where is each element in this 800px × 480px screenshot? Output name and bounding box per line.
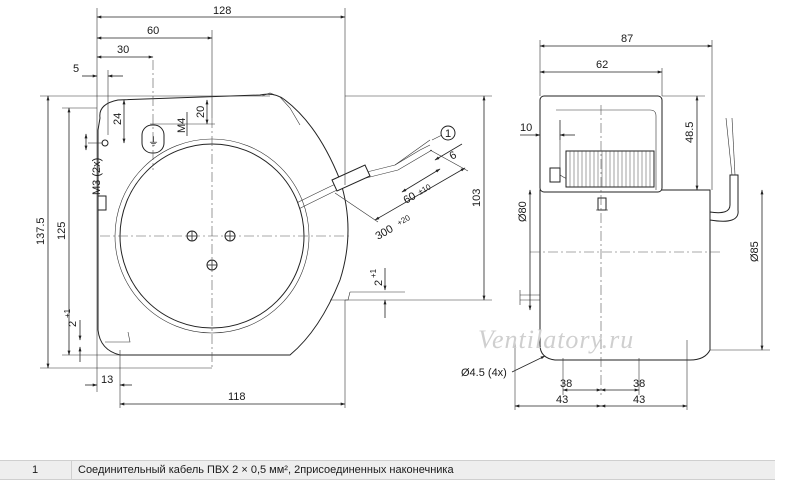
dim-60-10: 60 bbox=[402, 190, 419, 207]
dim-48-5: 48.5 bbox=[684, 122, 696, 143]
dim-10: 10 bbox=[520, 122, 532, 134]
callout-1 bbox=[440, 125, 456, 141]
cable-outlet bbox=[709, 174, 739, 222]
dim-20: 20 bbox=[195, 106, 207, 118]
side-view: 87 62 10 48.5 Ø80 Ø85 Ø4.5 (4x) 38 38 43… bbox=[461, 33, 770, 410]
side-lug bbox=[97, 195, 107, 211]
dim-87: 87 bbox=[621, 33, 633, 45]
dim-43-right: 43 bbox=[633, 394, 645, 406]
dim-2-left: 2 bbox=[67, 321, 79, 327]
dim-d4-5: Ø4.5 (4x) bbox=[461, 367, 507, 379]
shaft-hub bbox=[597, 197, 607, 211]
cable-sleeve bbox=[331, 164, 371, 192]
dim-5: 5 bbox=[73, 63, 79, 75]
dim-38-left: 38 bbox=[560, 378, 572, 390]
dim-24: 24 bbox=[112, 113, 124, 125]
dim-118: 118 bbox=[228, 391, 246, 403]
dim-m4: M4 bbox=[176, 118, 188, 133]
dim-128: 128 bbox=[213, 5, 231, 17]
legend-text: Соединительный кабель ПВХ 2 × 0,5 мм², 2… bbox=[78, 464, 454, 476]
dim-103: 103 bbox=[471, 189, 483, 207]
dim-2-left-tol: +1 bbox=[63, 308, 72, 318]
dim-38-right: 38 bbox=[633, 378, 645, 390]
motor-body bbox=[539, 189, 711, 361]
impeller-blades bbox=[569, 151, 651, 187]
dim-30: 30 bbox=[117, 44, 129, 56]
dim-125: 125 bbox=[56, 222, 68, 240]
technical-drawing: ⏚ 128 60 30 5 24 M4 20 1 bbox=[35, 5, 770, 410]
dim-137-5: 137.5 bbox=[35, 217, 47, 245]
ground-icon: ⏚ bbox=[148, 135, 159, 148]
watermark: Ventilatory.ru bbox=[478, 325, 634, 354]
dim-60: 60 bbox=[147, 25, 159, 37]
callout-1-label: 1 bbox=[445, 128, 451, 140]
dim-m3: M3 (2x) bbox=[91, 158, 103, 195]
dim-300: 300 bbox=[374, 223, 396, 243]
dim-62: 62 bbox=[596, 59, 608, 71]
dim-43-left: 43 bbox=[556, 394, 568, 406]
screw-icon bbox=[206, 259, 218, 271]
dim-2-right: 2 bbox=[373, 280, 385, 286]
dim-6: 6 bbox=[448, 149, 459, 162]
dim-13: 13 bbox=[101, 374, 113, 386]
front-view: ⏚ 128 60 30 5 24 M4 20 1 bbox=[35, 5, 492, 408]
dim-60-10-tol: ±10 bbox=[417, 182, 433, 197]
dim-d80: Ø80 bbox=[517, 201, 529, 222]
dim-300-tol: +20 bbox=[396, 213, 413, 228]
dim-2-right-tol: +1 bbox=[369, 268, 378, 278]
dim-d85: Ø85 bbox=[749, 241, 761, 262]
housing-flange bbox=[261, 92, 301, 126]
legend-number: 1 bbox=[0, 461, 72, 479]
legend-row: 1 Соединительный кабель ПВХ 2 × 0,5 мм²,… bbox=[0, 460, 775, 480]
side-tab bbox=[549, 167, 561, 183]
